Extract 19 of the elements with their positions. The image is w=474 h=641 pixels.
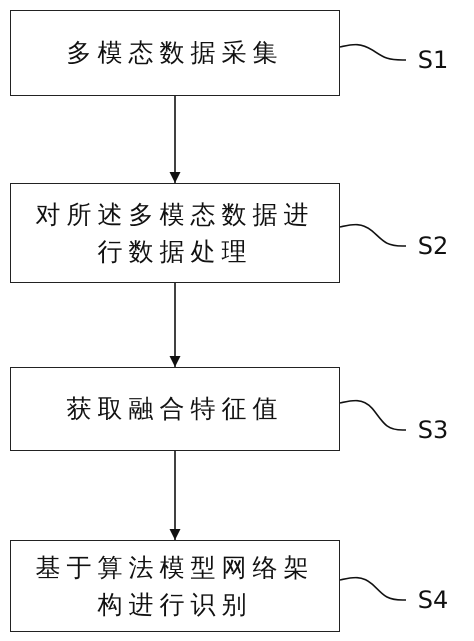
process-box (10, 367, 340, 451)
step-label: S1 (418, 46, 448, 74)
step-text: 多模态数据采集 (66, 37, 284, 70)
process-box (10, 183, 340, 283)
leader-line (340, 400, 406, 431)
leader-line (340, 576, 406, 601)
leader-line (340, 224, 406, 247)
process-box (10, 540, 340, 632)
arrow (169, 96, 181, 183)
step-text: 获取融合特征值 (66, 393, 284, 426)
step-text: 基于算法模型网络架构进行识别 (34, 552, 316, 621)
arrow (169, 451, 181, 540)
step-label: S2 (418, 232, 448, 260)
step-text: 对所述多模态数据进行数据处理 (34, 198, 316, 268)
process-box (10, 10, 340, 96)
leader-line (340, 44, 406, 61)
arrow (169, 283, 181, 367)
step-label: S4 (418, 586, 448, 614)
step-label: S3 (418, 416, 448, 444)
